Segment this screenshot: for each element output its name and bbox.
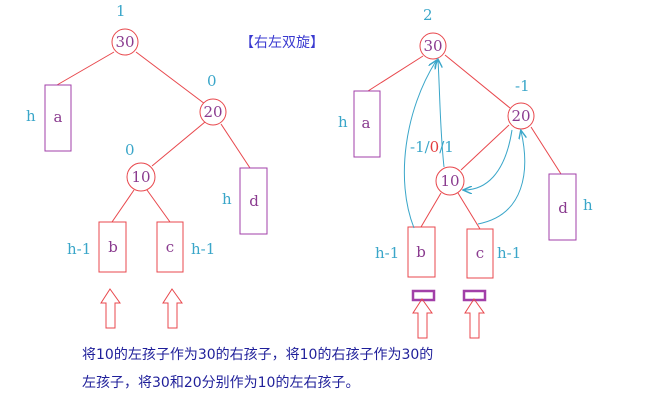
bf-20-right: -1 xyxy=(515,77,530,95)
height-c-right: h-1 xyxy=(497,244,521,262)
subtree-d xyxy=(239,167,268,235)
subtree-a xyxy=(44,84,72,152)
curve-20-to-10 xyxy=(464,129,513,190)
new-node-box-c xyxy=(462,289,487,302)
edge-20-10 xyxy=(151,121,206,167)
height-b: h-1 xyxy=(67,240,91,258)
edge-10-c-right xyxy=(457,192,481,230)
label-c-right: c xyxy=(476,244,484,262)
node-30 xyxy=(111,28,139,56)
label-a: a xyxy=(54,108,63,126)
up-arrow-b xyxy=(100,288,121,329)
bf-10-part-1: -1/ xyxy=(410,138,431,156)
height-a: h xyxy=(26,107,36,125)
edge-20-d xyxy=(220,123,251,169)
node-20-key: 20 xyxy=(203,103,222,121)
height-a-right: h xyxy=(338,113,348,131)
label-b-right: b xyxy=(416,243,426,261)
up-arrow-c-right xyxy=(464,298,485,339)
label-d-right: d xyxy=(558,199,568,217)
edge-10-b xyxy=(111,189,135,223)
subtree-b xyxy=(98,221,127,273)
left-tree xyxy=(44,28,268,329)
label-b: b xyxy=(108,238,118,256)
height-d-right: h xyxy=(583,196,593,214)
edge-30-a xyxy=(56,51,115,86)
bf-30: 1 xyxy=(116,2,126,20)
node-20 xyxy=(199,98,227,126)
subtree-d-right xyxy=(548,173,577,241)
right-tree xyxy=(353,32,577,339)
bf-10-right: -1/0/1 xyxy=(410,138,454,156)
edge-30-20 xyxy=(135,51,206,105)
node-10-right xyxy=(435,166,465,196)
height-d: h xyxy=(222,190,232,208)
subtree-c-right xyxy=(466,228,494,279)
diagram-title: 【右左双旋】 xyxy=(240,35,324,51)
node-10-key: 10 xyxy=(131,168,150,186)
height-c: h-1 xyxy=(191,240,215,258)
curve-c-to-20 xyxy=(477,131,525,225)
curve-10-to-30 xyxy=(438,60,445,168)
bf-10: 0 xyxy=(125,141,135,159)
subtree-a-right xyxy=(353,90,381,158)
edge-30-20-right xyxy=(444,54,511,109)
node-20-key-right: 20 xyxy=(511,107,530,125)
caption-line-2: 左孩子，将30和20分别作为10的左右孩子。 xyxy=(82,375,360,391)
up-arrow-b-right xyxy=(412,298,433,339)
node-10 xyxy=(126,162,156,192)
edge-10-b-right xyxy=(420,192,442,228)
subtree-b-right xyxy=(407,226,436,278)
node-30-key: 30 xyxy=(115,33,134,51)
node-30-key-right: 30 xyxy=(423,37,442,55)
caption-line-1: 将10的左孩子作为30的右孩子，将10的右孩子作为30的 xyxy=(82,347,434,363)
edge-30-a-right xyxy=(367,55,424,92)
curve-b-to-30 xyxy=(403,61,436,229)
up-arrow-c xyxy=(162,288,183,329)
label-c: c xyxy=(166,238,174,256)
bf-10-part-3: /1 xyxy=(439,138,454,156)
bf-20: 0 xyxy=(207,72,217,90)
subtree-c xyxy=(156,221,184,273)
height-b-right: h-1 xyxy=(375,244,399,262)
rotation-curves xyxy=(403,60,525,229)
edge-20-d-right xyxy=(530,126,562,175)
label-a-right: a xyxy=(362,114,371,132)
bf-10-part-2: 0 xyxy=(430,138,440,156)
node-10-key-right: 10 xyxy=(440,172,459,190)
bf-30-right: 2 xyxy=(423,6,433,24)
label-d: d xyxy=(249,192,259,210)
new-node-box-b xyxy=(411,289,436,302)
edge-20-10-right xyxy=(460,124,510,171)
edge-10-c xyxy=(146,189,171,223)
